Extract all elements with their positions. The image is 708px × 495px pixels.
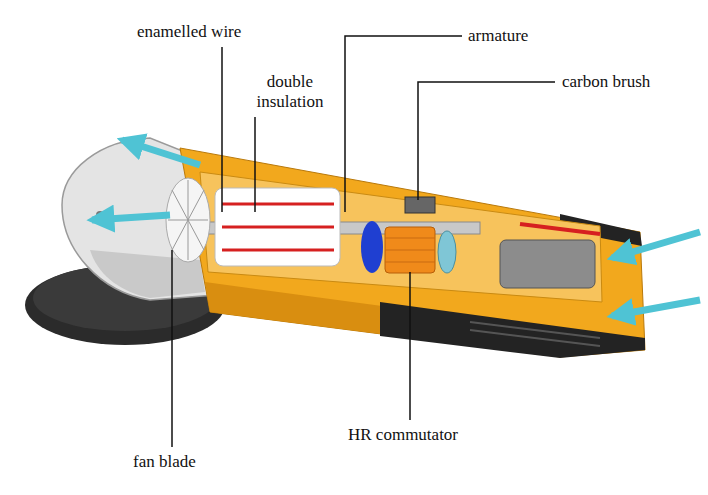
carbon-brush [405,197,435,213]
leader-line [345,36,462,212]
fan [166,178,210,262]
leader-line [418,82,555,200]
part-label: fan blade [133,452,196,472]
grip-slot [470,322,600,338]
armature-core [215,188,340,266]
airflow-arrow [92,215,170,220]
motor-housing [180,148,645,357]
commutator [385,227,435,273]
part-label: armature [468,26,528,46]
leader-line [409,272,411,420]
airflow-arrow [122,140,200,165]
bearing [438,231,456,273]
cutaway-interior [200,172,602,302]
part-label: double insulation [240,72,340,112]
part-label: carbon brush [562,72,650,92]
leader-line [254,117,256,212]
part-label: enamelled wire [137,22,241,42]
red-strip [520,224,600,234]
rear-grip [380,302,645,358]
part-label: HR commutator [348,425,458,445]
airflow-arrow [612,300,700,316]
switch [500,240,595,288]
grip-slot [470,330,600,346]
insulation-disc [361,221,383,273]
gear-head [62,138,215,300]
leader-lines [172,36,555,447]
leader-line [221,47,223,212]
airflow-arrow [612,232,700,258]
leader-line [171,250,173,447]
